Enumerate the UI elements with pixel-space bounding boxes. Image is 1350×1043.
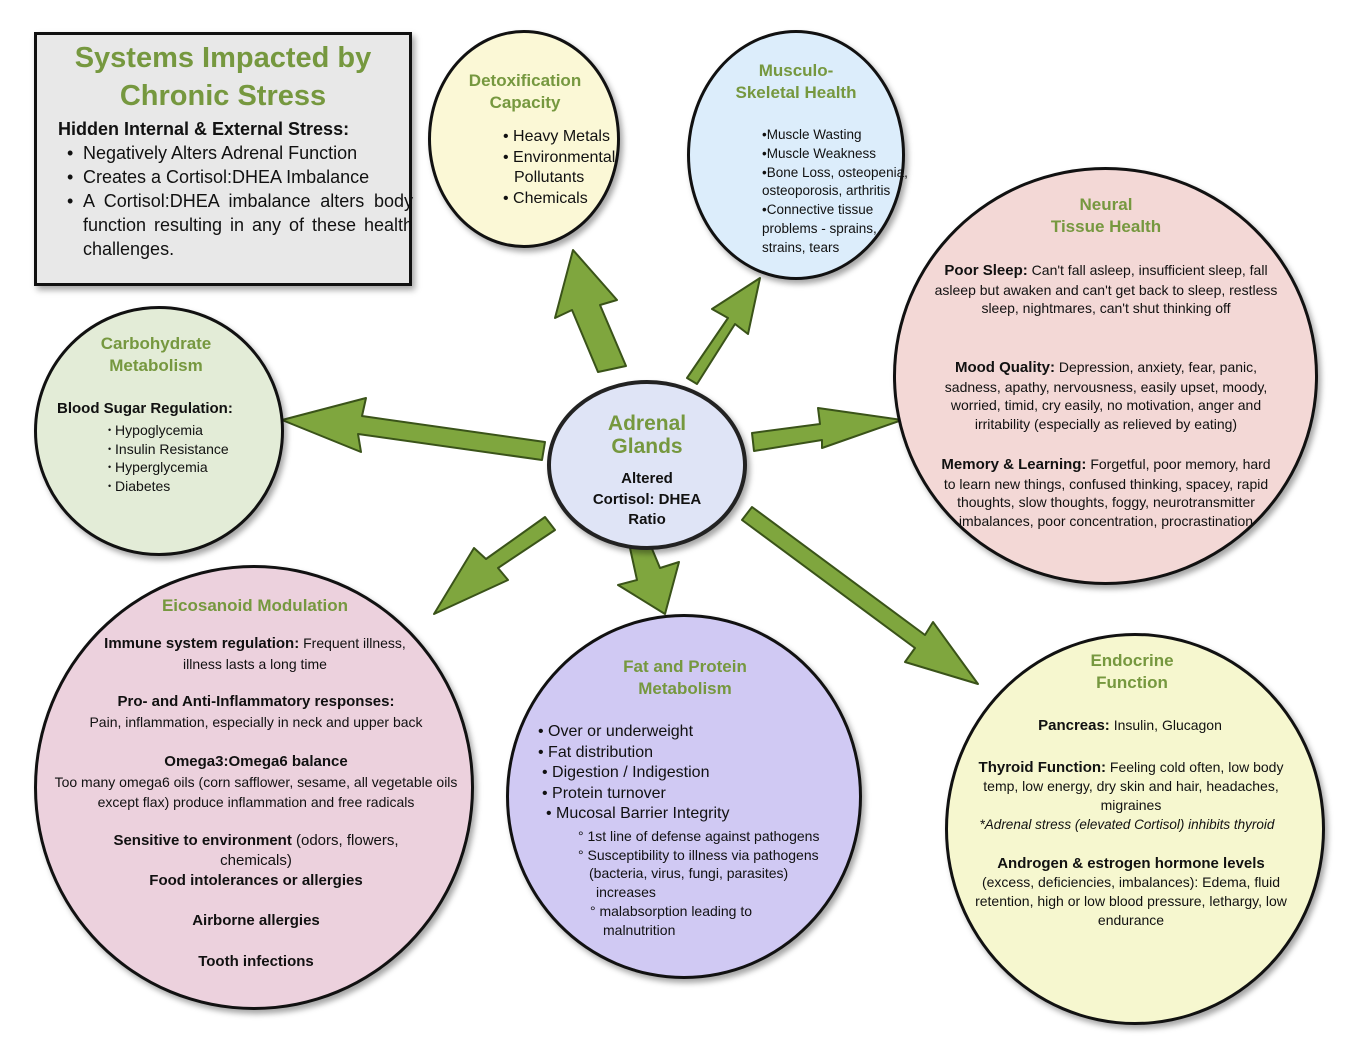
fat-circle xyxy=(506,614,862,979)
summary-bullet: •A Cortisol:DHEA imbalance alters body f… xyxy=(67,191,413,259)
summary-heading: Hidden Internal & External Stress: xyxy=(58,119,350,139)
eicosanoid-food: Food intolerances or allergies xyxy=(149,872,363,889)
fat-item: • Digestion / Indigestion xyxy=(542,764,710,781)
detox-item: • Chemicals xyxy=(503,189,588,207)
fat-item: • Fat distribution xyxy=(538,743,653,761)
arrow-to-fat xyxy=(617,543,680,615)
arrow-to-musculo xyxy=(686,277,761,385)
summary-bullets: •Negatively Alters Adrenal Function •Cre… xyxy=(67,141,413,261)
musculo-item: •Muscle Weakness xyxy=(762,145,877,161)
musculo-list: •Muscle Wasting •Muscle Weakness •Bone L… xyxy=(762,126,912,258)
musculo-item: •Muscle Wasting xyxy=(762,127,862,142)
endocrine-circle xyxy=(945,633,1325,1025)
eicosanoid-tooth: Tooth infections xyxy=(198,953,314,970)
summary-bullet: •Negatively Alters Adrenal Function xyxy=(67,143,358,163)
detox-item: • Heavy Metals xyxy=(503,128,610,145)
fat-subitem: ° malabsorption leading to xyxy=(590,902,753,919)
neural-sleep: Poor Sleep: Can't fall asleep, insuffici… xyxy=(934,262,1278,316)
detox-item: • Environmental xyxy=(503,148,616,166)
fat-subitem: ° 1st line of defense against pathogens xyxy=(578,828,820,844)
fat-subitem: malnutrition xyxy=(603,921,676,938)
carb-item: • Diabetes xyxy=(108,477,171,494)
endocrine-thyroid: Thyroid Function: Feeling cold often, lo… xyxy=(972,758,1290,834)
eicosanoid-title: Eicosanoid Modulation xyxy=(161,596,349,615)
carb-circle xyxy=(34,306,284,556)
fat-subitem: increases xyxy=(596,884,656,901)
neural-circle xyxy=(893,167,1318,585)
carb-list: • Hypoglycemia • Insulin Resistance • Hy… xyxy=(108,421,229,495)
endocrine-pancreas: Pancreas: Insulin, Glucagon xyxy=(1038,717,1222,734)
detox-circle xyxy=(428,30,620,248)
fat-list: • Over or underweight • Fat distribution… xyxy=(538,722,729,825)
summary-box: Systems Impacted by Chronic Stress Hidde… xyxy=(34,32,413,286)
eicosanoid-airborne: Airborne allergies xyxy=(192,912,320,929)
fat-sublist: ° 1st line of defense against pathogens … xyxy=(578,827,819,939)
fat-item: • Mucosal Barrier Integrity xyxy=(546,805,730,822)
fat-item: • Protein turnover xyxy=(542,784,666,802)
fat-subitem: (bacteria, virus, fungi, parasites) xyxy=(589,865,789,882)
musculo-item: osteoporosis, arthritis xyxy=(762,183,891,199)
carb-item: • Insulin Resistance xyxy=(108,440,229,457)
arrow-to-carb xyxy=(281,397,546,461)
eicosanoid-circle xyxy=(34,565,474,1010)
arrow-to-eicosanoid xyxy=(433,516,556,615)
detox-list: • Heavy Metals • Environmental Pollutant… xyxy=(503,127,615,209)
musculo-item: strains, tears xyxy=(762,239,840,255)
carb-heading: Blood Sugar Regulation: xyxy=(57,400,233,417)
eicosanoid-inflammatory: Pro- and Anti-Inflammatory responses: Pa… xyxy=(89,693,423,730)
eicosanoid-environment: Sensitive to environment (odors, flowers… xyxy=(113,832,399,869)
carb-item: • Hyperglycemia xyxy=(108,459,208,475)
summary-title-line2: Chronic Stress xyxy=(119,80,327,112)
arrow-to-neural xyxy=(751,407,903,452)
arrow-to-endocrine xyxy=(741,506,979,685)
arrow-to-detox xyxy=(554,249,627,373)
musculo-item: •Connective tissue xyxy=(762,202,874,218)
musculo-circle xyxy=(687,30,905,280)
endocrine-thyroid-note: *Adrenal stress (elevated Cortisol) inhi… xyxy=(979,817,1275,832)
adrenal-center-circle xyxy=(547,380,747,550)
eicosanoid-omega: Omega3:Omega6 balance Too many omega6 oi… xyxy=(54,753,458,810)
eicosanoid-immune: Immune system regulation: Frequent illne… xyxy=(104,635,406,672)
neural-mood: Mood Quality: Depression, anxiety, fear,… xyxy=(944,359,1268,432)
carb-item: • Hypoglycemia xyxy=(108,422,203,438)
musculo-item: •Bone Loss, osteopenia, xyxy=(762,164,908,180)
fat-subitem: ° Susceptibility to illness via pathogen… xyxy=(578,846,819,863)
endocrine-hormones: Androgen & estrogen hormone levels (exce… xyxy=(975,855,1287,928)
summary-title-line1: Systems Impacted by xyxy=(74,42,372,74)
detox-item: Pollutants xyxy=(514,169,585,186)
neural-memory: Memory & Learning: Forgetful, poor memor… xyxy=(941,456,1271,529)
musculo-item: problems - sprains, xyxy=(762,220,877,236)
musculo-title: Musculo-Skeletal Health xyxy=(735,61,857,102)
fat-item: • Over or underweight xyxy=(538,723,694,740)
summary-bullet: •Creates a Cortisol:DHEA Imbalance xyxy=(67,167,370,187)
